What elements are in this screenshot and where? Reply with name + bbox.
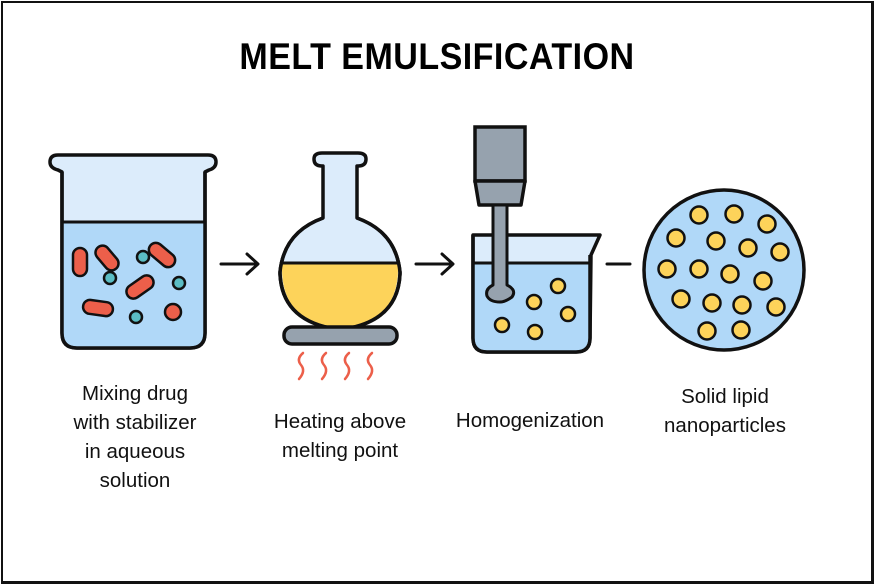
drug-particle xyxy=(147,241,177,269)
step-2-flask-icon xyxy=(278,151,402,381)
drug-particle xyxy=(94,244,120,272)
lipid-droplet xyxy=(549,277,567,295)
hotplate xyxy=(282,325,399,346)
homogenizer-motor xyxy=(473,125,527,183)
stabilizer-particle xyxy=(102,270,118,286)
step-4-nanoparticles-icon xyxy=(642,188,806,352)
homogenizer-collar xyxy=(473,179,527,207)
drug-particle xyxy=(81,298,115,318)
drug-particle xyxy=(125,274,155,300)
stabilizer-particle xyxy=(135,249,151,265)
step-1-beaker-icon xyxy=(48,153,218,350)
step-2-label: Heating above melting point xyxy=(273,410,407,462)
stabilizer-particle xyxy=(128,309,144,325)
lipid-nanoparticle xyxy=(666,228,686,248)
lipid-droplet xyxy=(559,305,577,323)
lipid-nanoparticle xyxy=(738,238,758,258)
lipid-nanoparticle xyxy=(731,320,751,340)
lipid-nanoparticle xyxy=(657,259,677,279)
arrow-icon xyxy=(219,252,260,276)
lipid-nanoparticle xyxy=(702,293,722,313)
heat-waves-icon xyxy=(297,351,374,381)
drug-particle xyxy=(71,246,89,278)
step-3-label: Homogenization xyxy=(455,409,605,432)
lipid-nanoparticle xyxy=(720,264,740,284)
lipid-nanoparticle xyxy=(689,205,709,225)
molten-lipid xyxy=(281,264,399,326)
lipid-nanoparticle xyxy=(724,204,744,224)
lipid-nanoparticle xyxy=(671,289,691,309)
stabilizer-particle xyxy=(171,275,187,291)
step-1-label: Mixing drug with stabilizer in aqueous s… xyxy=(73,382,197,492)
lipid-nanoparticle xyxy=(689,259,709,279)
lipid-nanoparticle xyxy=(770,242,790,262)
lipid-nanoparticle xyxy=(766,297,786,317)
lipid-nanoparticle xyxy=(757,214,777,234)
lipid-nanoparticle xyxy=(732,295,752,315)
homogenizer-shaft xyxy=(485,203,516,304)
lipid-droplet xyxy=(526,323,544,341)
step-4-label: Solid lipid nanoparticles xyxy=(664,385,786,437)
diagram-title: MELT EMULSIFICATION xyxy=(239,36,635,77)
step-3-homogenizer-icon xyxy=(471,125,602,354)
lipid-nanoparticle xyxy=(697,321,717,341)
lipid-droplet xyxy=(493,316,511,334)
arrow-icon xyxy=(414,252,455,276)
lipid-nanoparticle xyxy=(706,231,726,251)
lipid-droplet xyxy=(525,293,543,311)
lipid-nanoparticle xyxy=(753,271,773,291)
drug-particle xyxy=(163,302,183,322)
